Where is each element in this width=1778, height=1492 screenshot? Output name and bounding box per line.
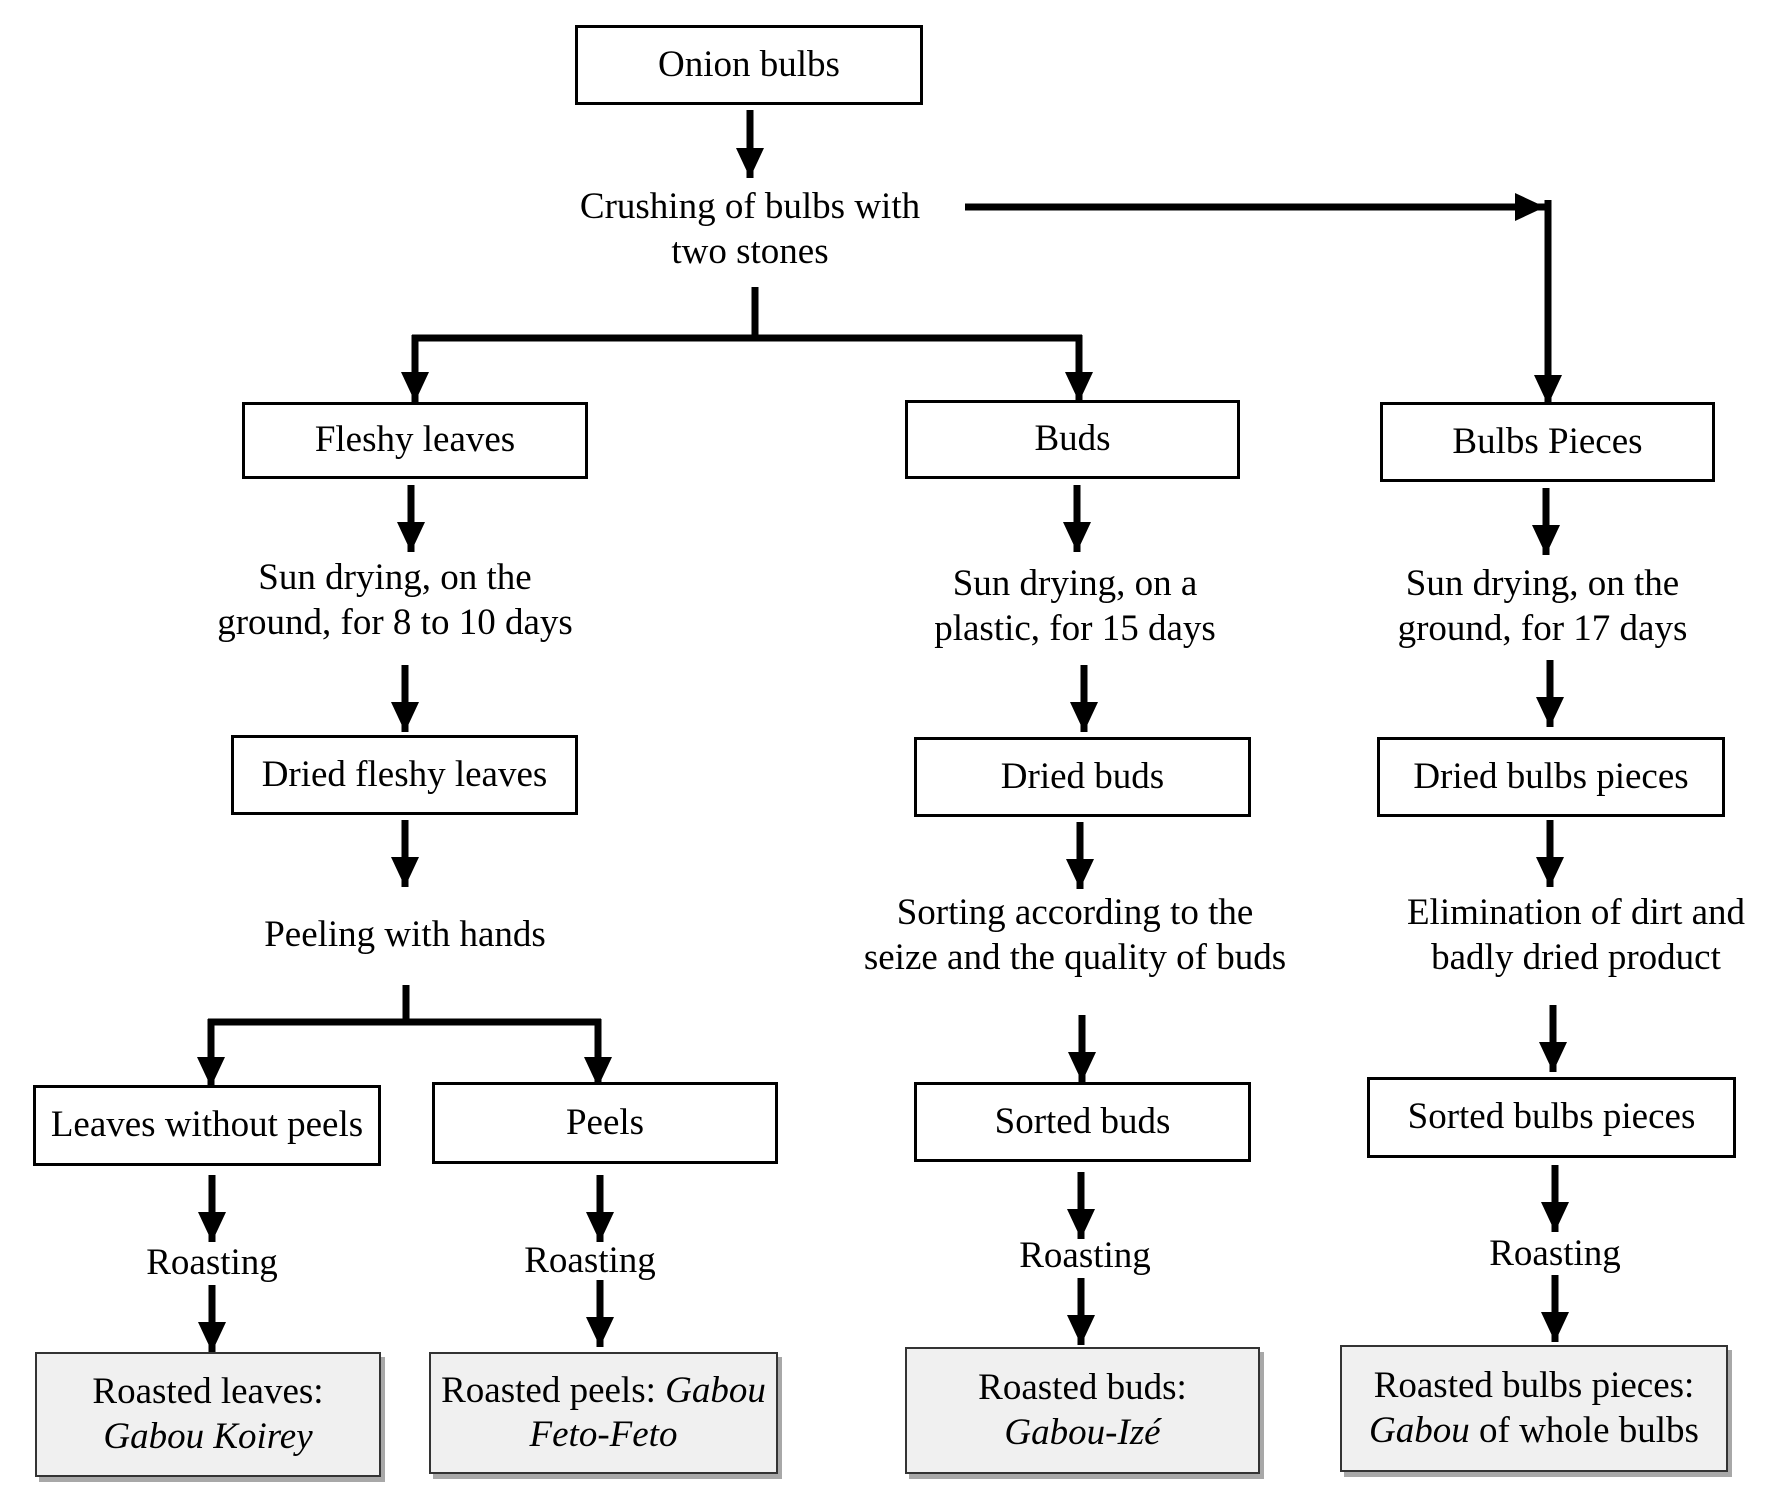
dried-buds-box: Dried buds (914, 737, 1251, 817)
sorted-bulbs-pieces-box: Sorted bulbs pieces (1367, 1077, 1736, 1158)
sun-drying-pieces-step: Sun drying, on the ground, for 17 days (1397, 563, 1688, 650)
roasting-step-peels: Roasting (524, 1240, 656, 1281)
roasting-step-pieces: Roasting (1489, 1233, 1621, 1274)
onion-bulbs-label: Onion bulbs (658, 43, 840, 85)
bulbs-pieces-box: Bulbs Pieces (1380, 402, 1715, 482)
leaves-without-peels-box: Leaves without peels (33, 1085, 381, 1166)
onion-bulbs-box: Onion bulbs (575, 25, 923, 105)
sorting-buds-step: Sorting according to the seize and the q… (863, 892, 1287, 979)
final-roasted-leaves-box: Roasted leaves: Gabou Koirey (35, 1352, 381, 1477)
dried-bulbs-pieces-box: Dried bulbs pieces (1377, 737, 1725, 817)
peeling-step: Peeling with hands (264, 914, 546, 955)
dried-fleshy-leaves-box: Dried fleshy leaves (231, 735, 578, 815)
peels-box: Peels (432, 1082, 778, 1164)
final-roasted-peels-box: Roasted peels: Gabou Feto-Feto (429, 1352, 778, 1474)
buds-box: Buds (905, 400, 1240, 479)
sun-drying-leaves-step: Sun drying, on the ground, for 8 to 10 d… (217, 557, 573, 644)
final-roasted-buds-box: Roasted buds: Gabou-Izé (905, 1347, 1260, 1474)
elimination-step: Elimination of dirt and badly dried prod… (1406, 892, 1746, 979)
fleshy-leaves-box: Fleshy leaves (242, 402, 588, 479)
final-roasted-bulbs-pieces-box: Roasted bulbs pieces: Gabou of whole bul… (1340, 1345, 1728, 1472)
sun-drying-buds-step: Sun drying, on a plastic, for 15 days (934, 563, 1216, 650)
crushing-step: Crushing of bulbs with two stones (579, 186, 921, 273)
sorted-buds-box: Sorted buds (914, 1082, 1251, 1162)
roasting-step-buds: Roasting (1019, 1235, 1151, 1276)
roasting-step-leaves: Roasting (146, 1242, 278, 1283)
